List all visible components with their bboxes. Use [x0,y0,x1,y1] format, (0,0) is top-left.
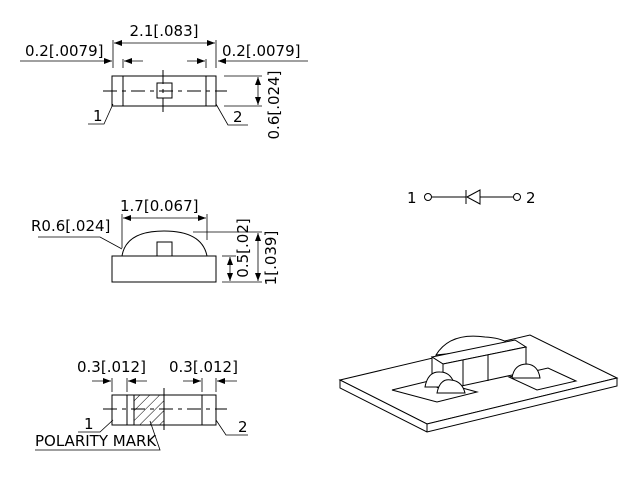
left-pad-dimension: 0.3[.012] [77,358,146,376]
pin2-label: 2 [233,108,243,126]
schematic-pin1: 1 [407,189,417,207]
right-pad-dimension: 0.3[.012] [169,358,238,376]
top-view: 2.1[.083] 0.2[.0079] 0.2[.0079] 0.6[.024… [20,22,308,139]
radius-dimension: R0.6[.024] [31,217,110,235]
bottom-view: 0.3[.012] 0.3[.012] 1 2 POLARITY MARK [35,358,248,451]
schematic-pin2: 2 [526,189,536,207]
pin2-label: 2 [238,418,248,436]
left-pad-dimension: 0.2[.0079] [25,42,104,60]
package-base [111,255,217,283]
polarity-mark-label: POLARITY MARK [35,432,157,450]
pin1-label: 1 [93,107,103,125]
dome-height-dimension: 0.5[.02] [234,218,252,277]
pin1-label: 1 [84,415,94,433]
total-height-dimension: 1[.039] [262,231,280,286]
pad-left [391,379,479,403]
right-pad-dimension: 0.2[.0079] [222,42,301,60]
dome-width-dimension: 1.7[0.067] [120,197,199,215]
polarity-mark [134,395,164,425]
diode-icon: 1 2 [407,189,536,207]
height-dimension: 0.6[.024] [265,71,283,140]
isometric-view [338,334,619,433]
width-dimension: 2.1[.083] [130,22,199,40]
dome-lens [121,230,208,257]
side-view: 1.7[0.067] R0.6[.024] 0.5[.02] 1[.039] [31,197,280,285]
solder-right [511,363,541,379]
